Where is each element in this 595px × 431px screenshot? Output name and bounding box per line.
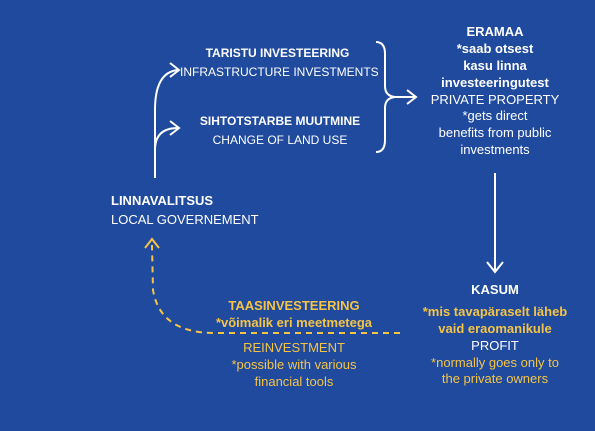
profit-title: KASUM — [471, 282, 519, 297]
private-property-note-en-2: benefits from public — [438, 125, 552, 141]
profit-title-en: PROFIT — [471, 337, 519, 353]
reinvestment-arrowhead — [144, 237, 160, 249]
profit-note-en-2: the private owners — [441, 371, 549, 387]
local-government-subtitle: LOCAL GOVERNEMENT — [111, 211, 259, 227]
private-property-note-et-2: kasu linna — [463, 57, 527, 73]
reinvestment-title-en: REINVESTMENT — [243, 339, 345, 355]
private-property-note-et-3: investeeringutest — [441, 74, 549, 90]
private-property-note-en-3: investments — [460, 142, 530, 158]
private-property-note-en-1: *gets direct — [462, 108, 528, 124]
reinvestment-note-en-2: financial tools — [254, 373, 334, 389]
profit-note-en-1: *normally goes only to — [431, 354, 559, 370]
private-property-node: ERAMAA *saab otsest kasu linna investeer… — [420, 24, 570, 159]
private-property-title-en: PRIVATE PROPERTY — [430, 91, 560, 107]
reinvestment-note-en-1: *possible with various — [231, 356, 357, 372]
arrowhead-land-use — [169, 120, 181, 136]
reinvestment-title: TAASINVESTEERING — [228, 298, 360, 313]
arrow-to-infrastructure — [154, 69, 179, 178]
reinvestment-node: TAASINVESTEERING *võimalik eri meetmeteg… — [196, 298, 392, 390]
private-property-note-et-1: *saab otsest — [456, 40, 534, 56]
land-use-subtitle: CHANGE OF LAND USE — [212, 132, 348, 147]
arrowhead-private-property — [406, 89, 418, 105]
reinvestment-dashed-arrow — [151, 244, 400, 334]
arrowhead-profit — [486, 261, 504, 274]
infrastructure-investments-node: TARISTU INVESTEERING INFRASTRUCTURE INVE… — [180, 46, 379, 80]
local-government-node: LINNAVALITSUS LOCAL GOVERNEMENT — [111, 193, 311, 229]
arrow-to-land-use — [154, 127, 179, 151]
arrowhead-infrastructure — [169, 62, 181, 78]
private-property-title: ERAMAA — [466, 24, 524, 39]
infrastructure-title: TARISTU INVESTEERING — [205, 46, 350, 60]
local-government-title: LINNAVALITSUS — [111, 193, 214, 208]
profit-node: KASUM *mis tavapäraselt läheb vaid eraom… — [405, 282, 585, 388]
profit-note-et-1: *mis tavapäraselt läheb — [422, 303, 568, 319]
reinvestment-note-et: *võimalik eri meetmetega — [215, 314, 373, 330]
land-use-title: SIHTOTSTARBE MUUTMINE — [199, 114, 361, 128]
land-use-change-node: SIHTOTSTARBE MUUTMINE CHANGE OF LAND USE — [180, 114, 380, 148]
profit-note-et-2: vaid eraomanikule — [438, 320, 552, 336]
infrastructure-subtitle: INFRASTRUCTURE INVESTMENTS — [180, 64, 379, 79]
